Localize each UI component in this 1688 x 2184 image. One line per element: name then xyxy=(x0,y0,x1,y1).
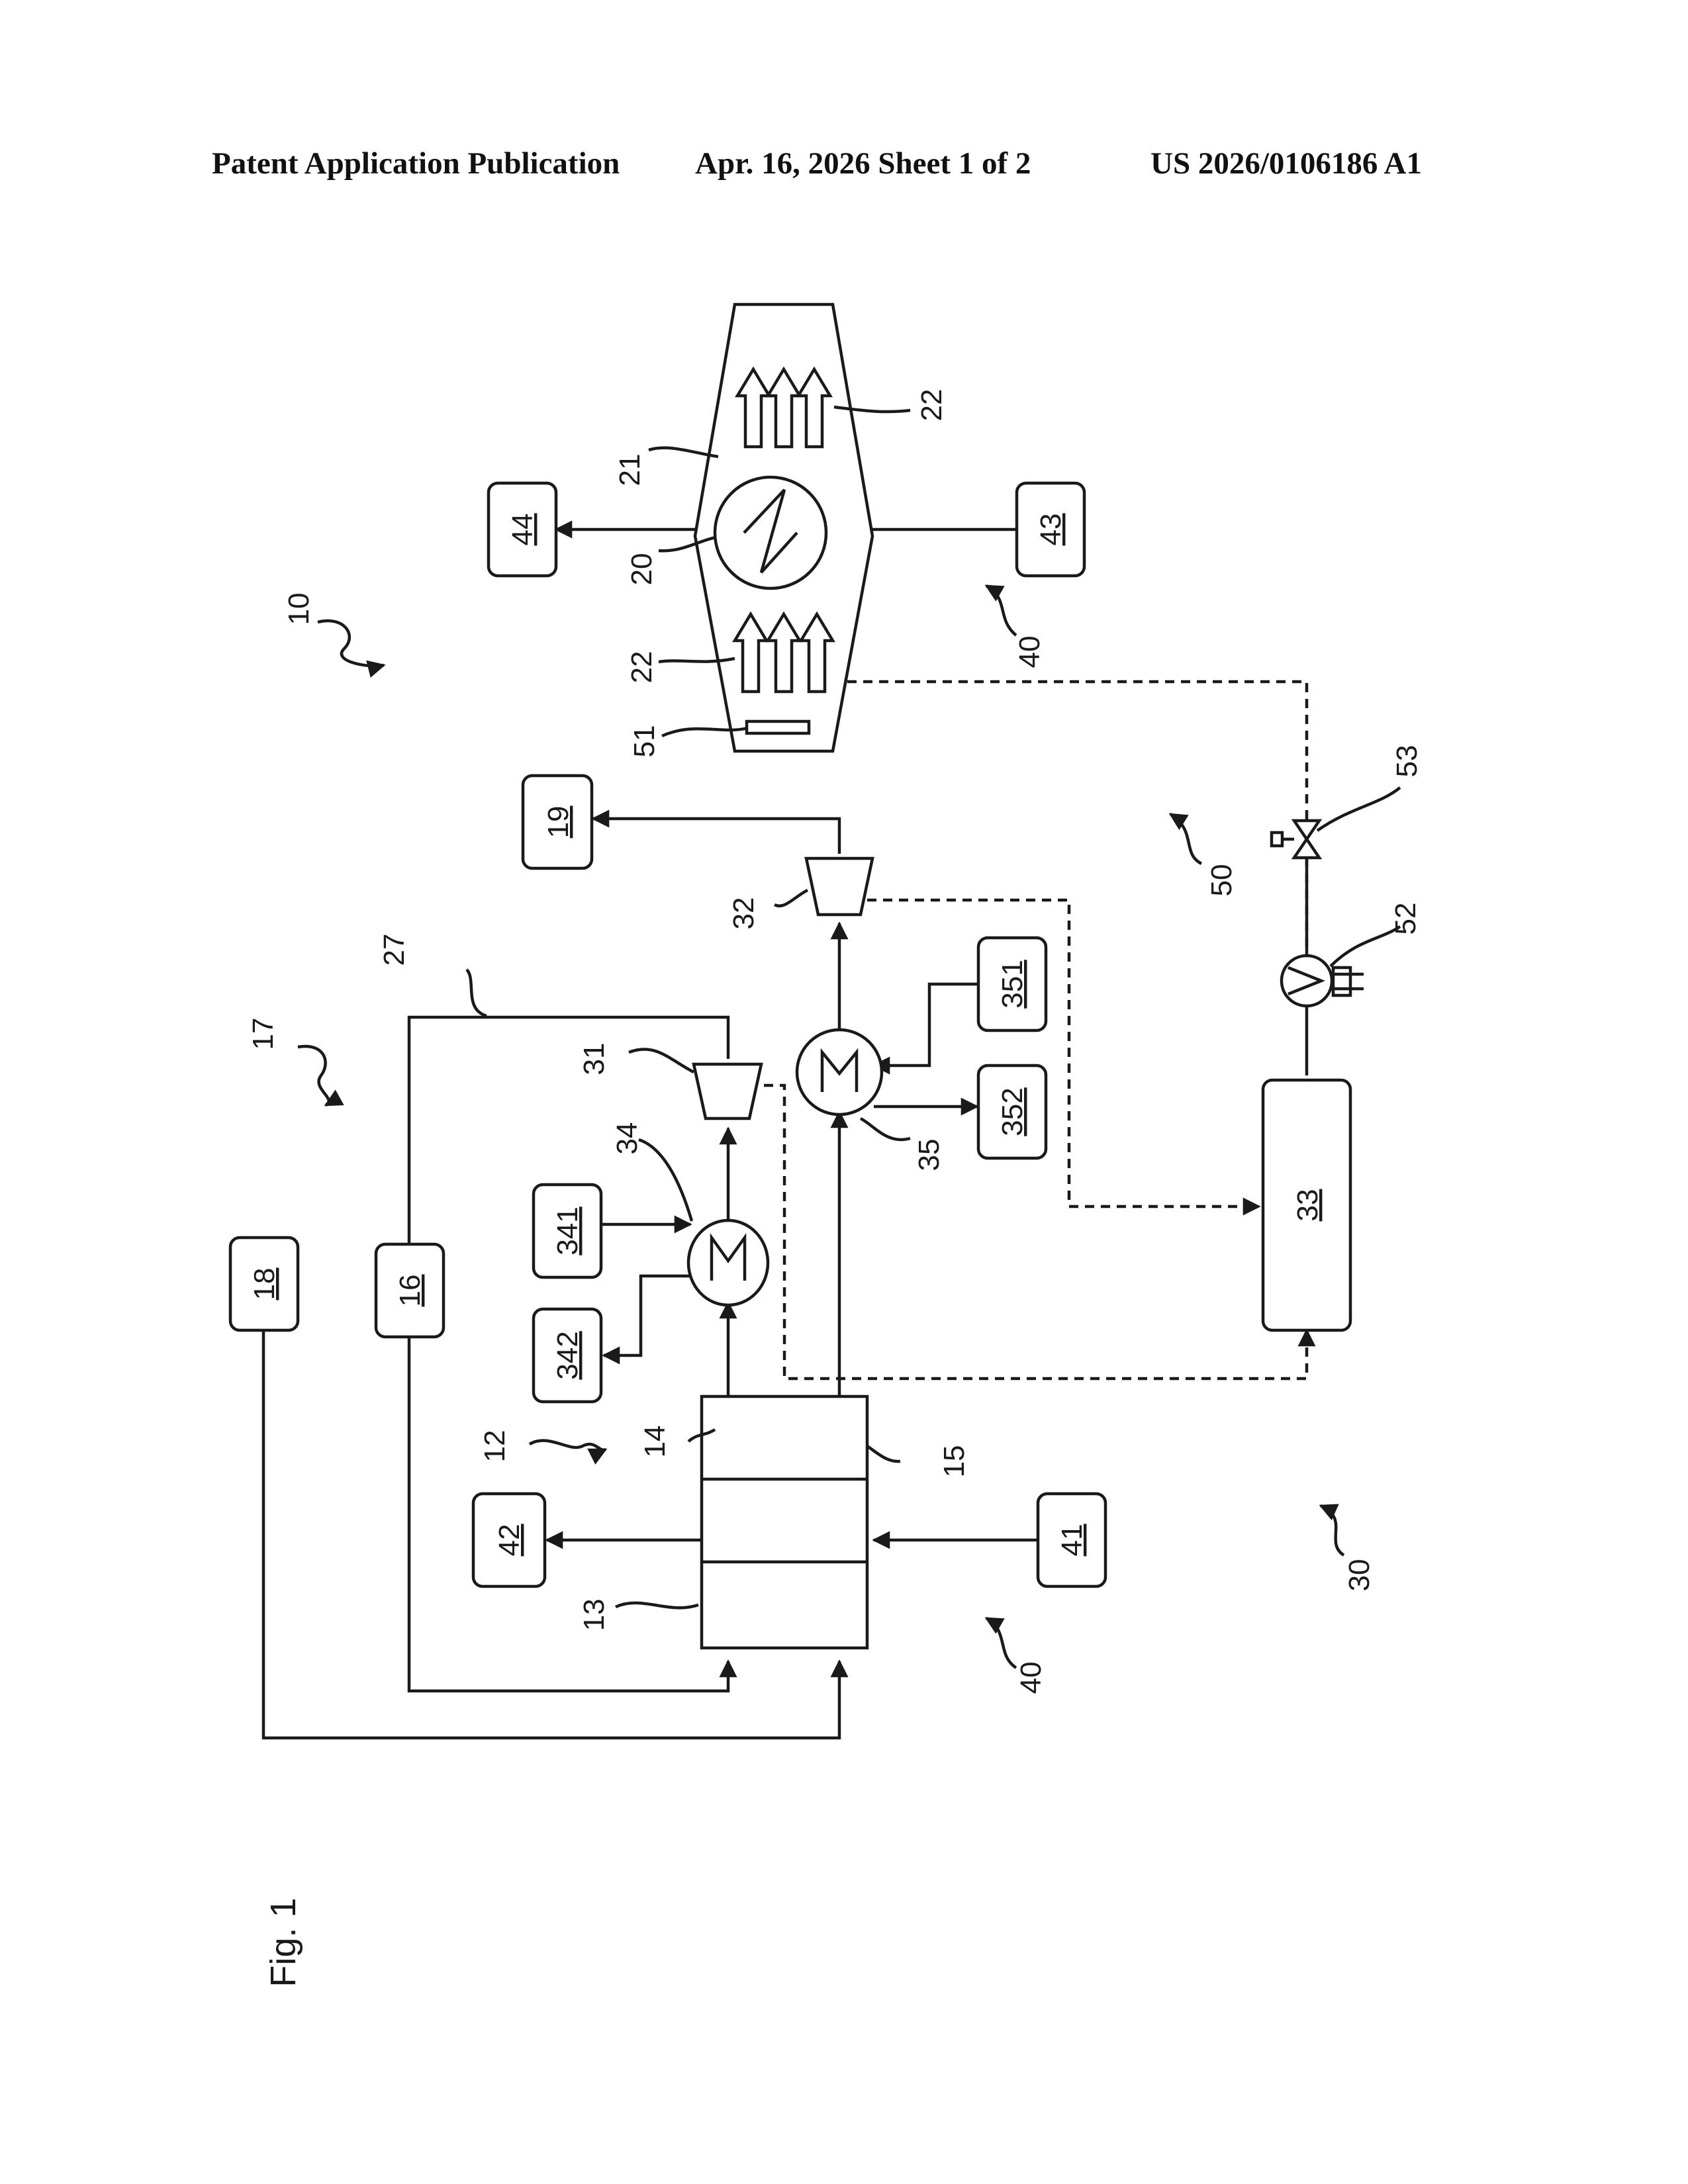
valve-53 xyxy=(1272,821,1319,858)
pump-52 xyxy=(1282,956,1364,1006)
svg-text:19: 19 xyxy=(542,806,575,839)
svg-text:342: 342 xyxy=(551,1331,584,1379)
label-31: 31 xyxy=(578,1043,610,1075)
line-hx34-to-342 xyxy=(604,1276,700,1355)
dashed-line-pump-to-nozzle xyxy=(820,682,1307,946)
svg-text:341: 341 xyxy=(551,1206,584,1255)
label-40-lower: 40 xyxy=(1015,1662,1047,1694)
figure-label: Fig. 1 xyxy=(263,1897,303,1987)
ref-box-352: 352 xyxy=(978,1066,1046,1158)
label-52: 52 xyxy=(1389,903,1422,935)
svg-text:43: 43 xyxy=(1035,514,1067,546)
svg-text:16: 16 xyxy=(394,1275,426,1307)
svg-text:42: 42 xyxy=(493,1524,526,1557)
line-351-to-hx35 xyxy=(874,984,978,1066)
ref-box-351: 351 xyxy=(978,938,1046,1030)
svg-text:41: 41 xyxy=(1056,1524,1088,1557)
heat-exchanger-34 xyxy=(688,1220,768,1305)
heat-exchanger-35 xyxy=(797,1030,882,1115)
label-22-right: 22 xyxy=(915,389,948,422)
ref-box-44: 44 xyxy=(489,483,556,576)
label-13: 13 xyxy=(578,1599,610,1631)
svg-text:351: 351 xyxy=(996,960,1029,1008)
svg-text:352: 352 xyxy=(996,1087,1029,1136)
label-17: 17 xyxy=(247,1018,279,1050)
heat-exchanger-20 xyxy=(715,477,826,588)
label-22-left: 22 xyxy=(626,651,658,684)
fuel-cell-stack xyxy=(702,1396,867,1648)
label-51: 51 xyxy=(628,725,661,758)
line-turbine32-to-19 xyxy=(593,819,839,854)
svg-text:18: 18 xyxy=(248,1268,281,1300)
svg-text:44: 44 xyxy=(506,514,539,546)
label-35: 35 xyxy=(913,1139,945,1171)
label-34: 34 xyxy=(611,1122,643,1155)
label-14: 14 xyxy=(639,1426,671,1458)
ref-box-342: 342 xyxy=(534,1309,601,1402)
label-30: 30 xyxy=(1343,1559,1376,1592)
ref-box-41: 41 xyxy=(1038,1494,1105,1586)
label-15: 15 xyxy=(938,1445,970,1478)
ref-box-42: 42 xyxy=(473,1494,545,1586)
label-10: 10 xyxy=(283,593,315,625)
turbine-32 xyxy=(806,858,872,915)
label-20: 20 xyxy=(626,553,658,586)
label-27: 27 xyxy=(378,934,410,966)
label-21: 21 xyxy=(614,454,646,486)
label-53: 53 xyxy=(1391,745,1423,778)
ref-box-341: 341 xyxy=(534,1185,601,1277)
ref-label-33: 33 xyxy=(1291,1189,1324,1222)
label-50: 50 xyxy=(1205,864,1238,897)
label-12: 12 xyxy=(479,1430,511,1463)
ref-box-19: 19 xyxy=(523,776,592,868)
ref-box-43: 43 xyxy=(1017,483,1084,576)
nozzle-51 xyxy=(747,721,809,733)
ref-box-18: 18 xyxy=(230,1238,298,1330)
ref-box-16: 16 xyxy=(376,1244,444,1337)
turbine-31 xyxy=(694,1064,761,1118)
label-40-upper: 40 xyxy=(1013,636,1046,668)
label-32: 32 xyxy=(727,897,760,930)
